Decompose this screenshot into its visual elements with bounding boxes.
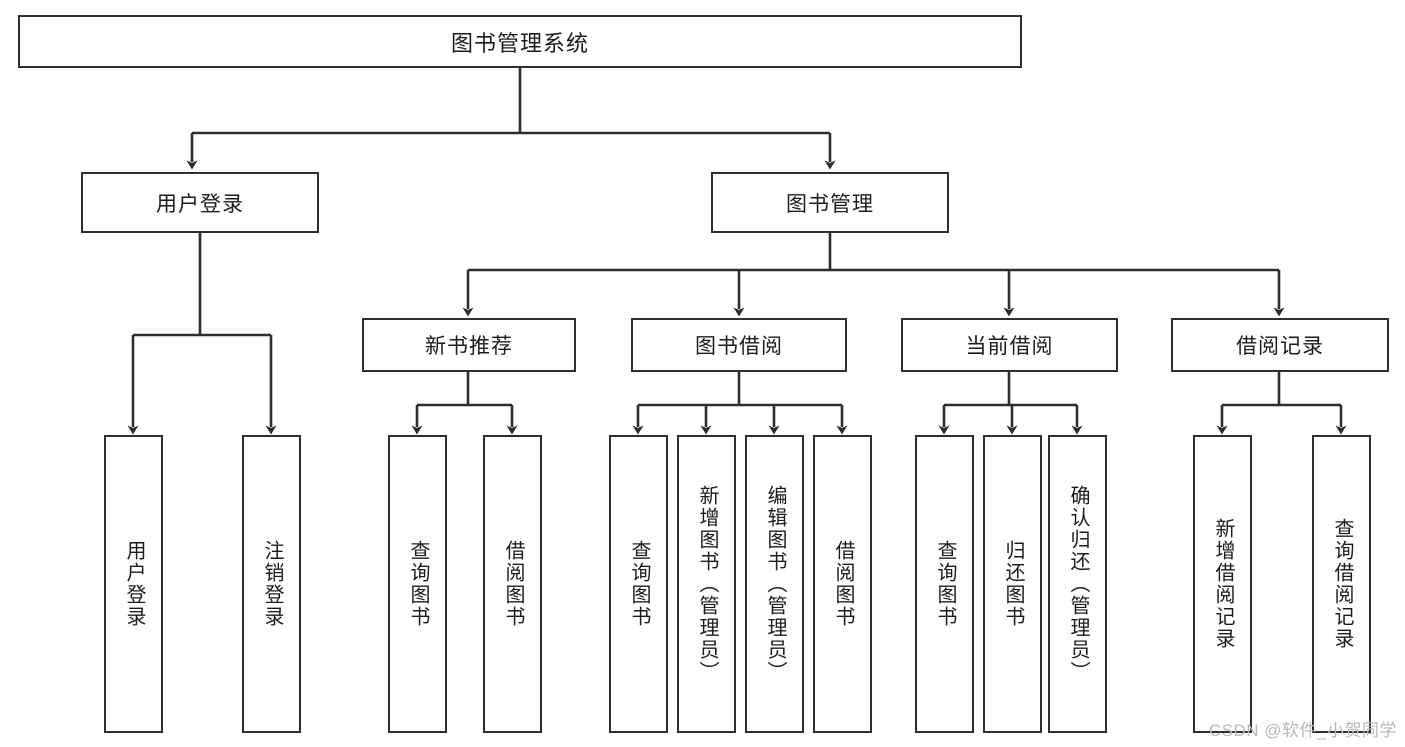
leaf-query-record-label: 查询借阅记录: [1331, 518, 1353, 650]
leaf-borrow-book-2[interactable]: 借阅图书: [813, 435, 872, 733]
leaf-add-record-label: 新增借阅记录: [1212, 518, 1234, 650]
leaf-query-book-2[interactable]: 查询图书: [609, 435, 668, 733]
leaf-query-book-3-label: 查询图书: [934, 540, 956, 628]
leaf-user-login-label: 用户登录: [123, 540, 145, 628]
node-root-label: 图书管理系统: [450, 30, 589, 56]
leaf-edit-book-label: 编辑图书（管理员）: [764, 485, 786, 683]
leaf-query-book-1[interactable]: 查询图书: [388, 435, 447, 733]
leaf-query-book-2-label: 查询图书: [628, 540, 650, 628]
node-user-login[interactable]: 用户登录: [81, 172, 319, 233]
leaf-borrow-book-1-label: 借阅图书: [502, 540, 524, 628]
leaf-add-book-label: 新增图书（管理员）: [696, 485, 718, 683]
leaf-borrow-book-1[interactable]: 借阅图书: [483, 435, 542, 733]
leaf-confirm-return-label: 确认归还（管理员）: [1067, 485, 1089, 683]
node-new-book-recommend[interactable]: 新书推荐: [362, 318, 576, 372]
leaf-user-login[interactable]: 用户登录: [104, 435, 163, 733]
leaf-return-book[interactable]: 归还图书: [983, 435, 1042, 733]
leaf-logout-login[interactable]: 注销登录: [242, 435, 301, 733]
node-current-borrow[interactable]: 当前借阅: [901, 318, 1118, 372]
leaf-borrow-book-2-label: 借阅图书: [832, 540, 854, 628]
node-current-borrow-label: 当前借阅: [965, 335, 1054, 358]
leaf-logout-login-label: 注销登录: [261, 540, 283, 628]
node-book-manage-label: 图书管理: [786, 192, 874, 216]
leaf-query-book-1-label: 查询图书: [407, 540, 429, 628]
node-book-manage[interactable]: 图书管理: [711, 172, 949, 233]
leaf-return-book-label: 归还图书: [1002, 540, 1024, 628]
node-borrow-record[interactable]: 借阅记录: [1171, 318, 1389, 372]
leaf-add-record[interactable]: 新增借阅记录: [1193, 435, 1252, 733]
leaf-query-record[interactable]: 查询借阅记录: [1312, 435, 1371, 733]
leaf-confirm-return[interactable]: 确认归还（管理员）: [1048, 435, 1107, 733]
csdn-watermark: CSDN @软件_小贺同学: [1208, 721, 1397, 740]
node-borrow-record-label: 借阅记录: [1236, 335, 1324, 358]
node-book-borrow-label: 图书借阅: [695, 335, 783, 358]
leaf-query-book-3[interactable]: 查询图书: [915, 435, 974, 733]
node-new-book-recommend-label: 新书推荐: [425, 335, 513, 358]
node-user-login-label: 用户登录: [156, 192, 244, 216]
leaf-add-book[interactable]: 新增图书（管理员）: [677, 435, 736, 733]
node-book-borrow[interactable]: 图书借阅: [631, 318, 847, 372]
leaf-edit-book[interactable]: 编辑图书（管理员）: [745, 435, 804, 733]
node-root-system[interactable]: 图书管理系统: [18, 15, 1022, 68]
